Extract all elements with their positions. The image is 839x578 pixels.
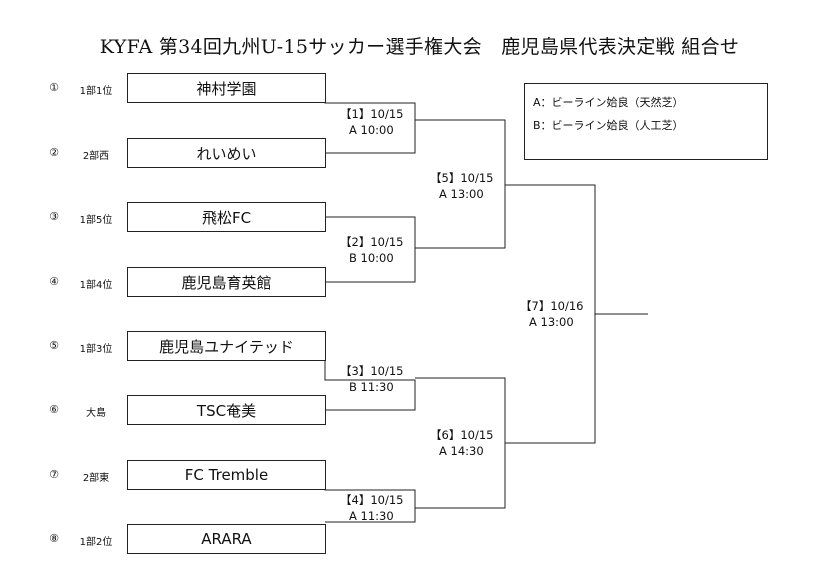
match-venue-time: A 14:30: [439, 444, 484, 458]
match-label: 【2】10/15: [340, 235, 404, 249]
match-7-info: 【7】10/16 A 13:00: [520, 298, 583, 330]
match-4-info: 【4】10/15 A 11:30: [340, 492, 403, 524]
team-box: FC Tremble: [127, 460, 326, 490]
match-2-info: 【2】10/15 B 10:00: [340, 234, 403, 266]
seed-number: ⑤: [49, 339, 59, 352]
match-venue-time: B 11:30: [349, 380, 394, 394]
match-venue-time: A 13:00: [529, 315, 574, 329]
match-3-info: 【3】10/15 B 11:30: [340, 363, 403, 395]
team-box: 神村学園: [127, 73, 326, 103]
seed-number: ⑥: [49, 403, 59, 416]
qualifying-slot: 1部2位: [79, 537, 113, 548]
page-title: KYFA 第34回九州U-15サッカー選手権大会 鹿児島県代表決定戦 組合せ: [99, 36, 740, 58]
seed-number: ⑦: [49, 468, 59, 481]
match-label: 【6】10/15: [430, 428, 494, 442]
team-box: ARARA: [127, 524, 326, 554]
team-box: TSC奄美: [127, 395, 326, 425]
team-box: れいめい: [127, 138, 326, 168]
qualifying-slot: 1部5位: [79, 215, 113, 226]
seed-number: ④: [49, 275, 59, 288]
qualifying-slot: 1部1位: [79, 86, 113, 97]
qualifying-slot: 2部東: [82, 473, 110, 484]
match-label: 【4】10/15: [340, 493, 404, 507]
seed-number: ②: [49, 146, 59, 159]
seed-number: ①: [49, 81, 59, 94]
seed-number: ③: [49, 210, 59, 223]
qualifying-slot: 大島: [86, 408, 106, 419]
match-venue-time: A 13:00: [439, 187, 484, 201]
match-6-info: 【6】10/15 A 14:30: [430, 427, 493, 459]
legend-item-b: B：ビーライン姶良（人工芝）: [533, 119, 684, 132]
venue-legend: A：ビーライン姶良（天然芝） B：ビーライン姶良（人工芝）: [524, 83, 768, 160]
match-label: 【3】10/15: [340, 364, 404, 378]
match-label: 【7】10/16: [520, 299, 584, 313]
match-venue-time: A 11:30: [349, 509, 394, 523]
qualifying-slot: 2部西: [82, 151, 110, 162]
bracket-line-m5: [415, 119, 506, 249]
match-5-info: 【5】10/15 A 13:00: [430, 170, 493, 202]
legend-item-a: A：ビーライン姶良（天然芝）: [533, 96, 684, 109]
match-label: 【5】10/15: [430, 171, 494, 185]
team-box: 鹿児島ユナイテッド: [127, 331, 326, 361]
qualifying-slot: 1部3位: [79, 344, 113, 355]
match-label: 【1】10/15: [340, 107, 404, 121]
match-1-info: 【1】10/15 A 10:00: [340, 106, 403, 138]
team-box: 飛松FC: [127, 202, 326, 232]
match-venue-time: A 10:00: [349, 123, 394, 137]
seed-number: ⑧: [49, 532, 59, 545]
bracket-line-m2: [325, 216, 416, 283]
bracket-line-m3: [324, 346, 416, 411]
match-venue-time: B 10:00: [349, 251, 394, 265]
team-box: 鹿児島育英館: [127, 267, 326, 297]
qualifying-slot: 1部4位: [79, 280, 113, 291]
